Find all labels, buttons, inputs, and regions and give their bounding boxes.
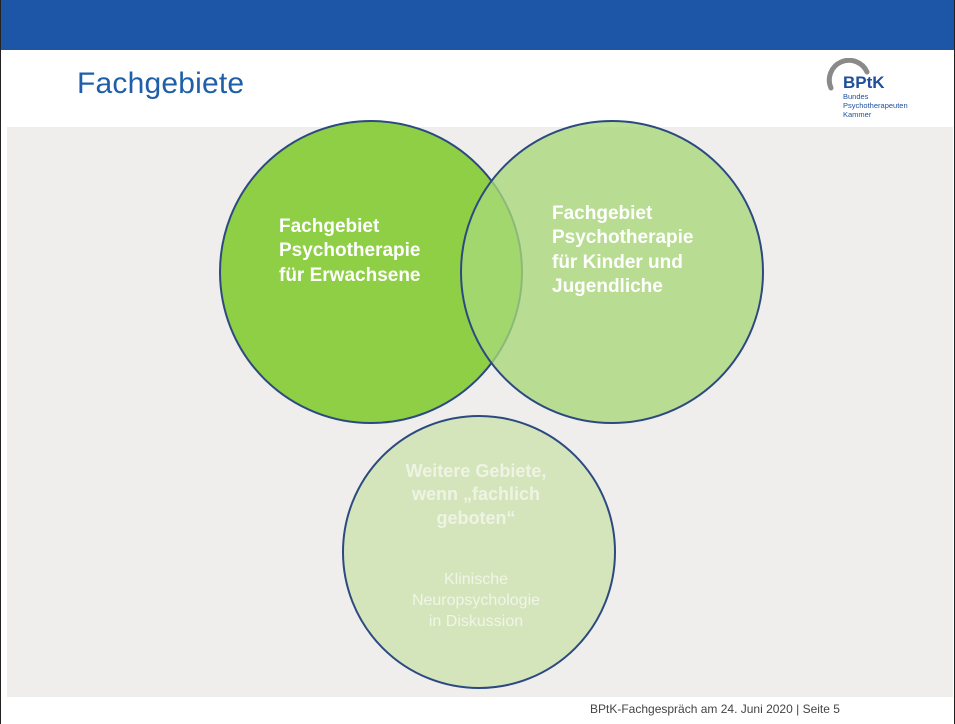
circle-more: [342, 415, 616, 689]
label-more-sub-line-2: Neuropsychologie: [411, 591, 541, 609]
label-more-sub-line-3: in Diskussion: [428, 612, 524, 630]
label-more-line-1: Weitere Gebiete,: [405, 461, 547, 481]
logo-abbr: BPtK: [843, 73, 885, 92]
label-adults-line-2: Psychotherapie: [279, 240, 421, 262]
bptk-logo: BPtK Bundes Psychotherapeuten Kammer: [826, 58, 908, 119]
label-adults-line-3: für Erwachsene: [279, 264, 421, 286]
label-kids: Fachgebiet Psychotherapie für Kinder und…: [552, 202, 742, 299]
label-adults: Fachgebiet Psychotherapie für Erwachsene: [279, 215, 469, 288]
label-kids-line-2: Psychotherapie: [552, 227, 694, 249]
label-kids-line-4: Jugendliche: [552, 275, 663, 297]
logo-arc-icon: [826, 58, 870, 91]
logo-line-1: Bundes: [843, 92, 869, 101]
top-bar: [1, 0, 954, 50]
logo-line-2: Psychotherapeuten: [843, 101, 908, 110]
label-more: Weitere Gebiete, wenn „fachlich geboten“: [371, 460, 581, 530]
label-more-sub-line-1: Klinische: [443, 571, 509, 588]
slide-title: Fachgebiete: [77, 67, 245, 100]
label-adults-line-1: Fachgebiet: [279, 216, 380, 237]
label-more-line-3: geboten“: [436, 507, 516, 528]
label-more-sub: Klinische Neuropsychologie in Diskussion: [381, 570, 571, 632]
circle-kids: [460, 120, 764, 424]
label-kids-line-3: für Kinder und: [552, 251, 683, 273]
label-more-line-2: wenn „fachlich: [411, 484, 541, 505]
logo-line-3: Kammer: [843, 110, 872, 119]
slide-footer: BPtK-Fachgespräch am 24. Juni 2020 | Sei…: [590, 702, 840, 716]
label-kids-line-1: Fachgebiet: [552, 203, 653, 224]
